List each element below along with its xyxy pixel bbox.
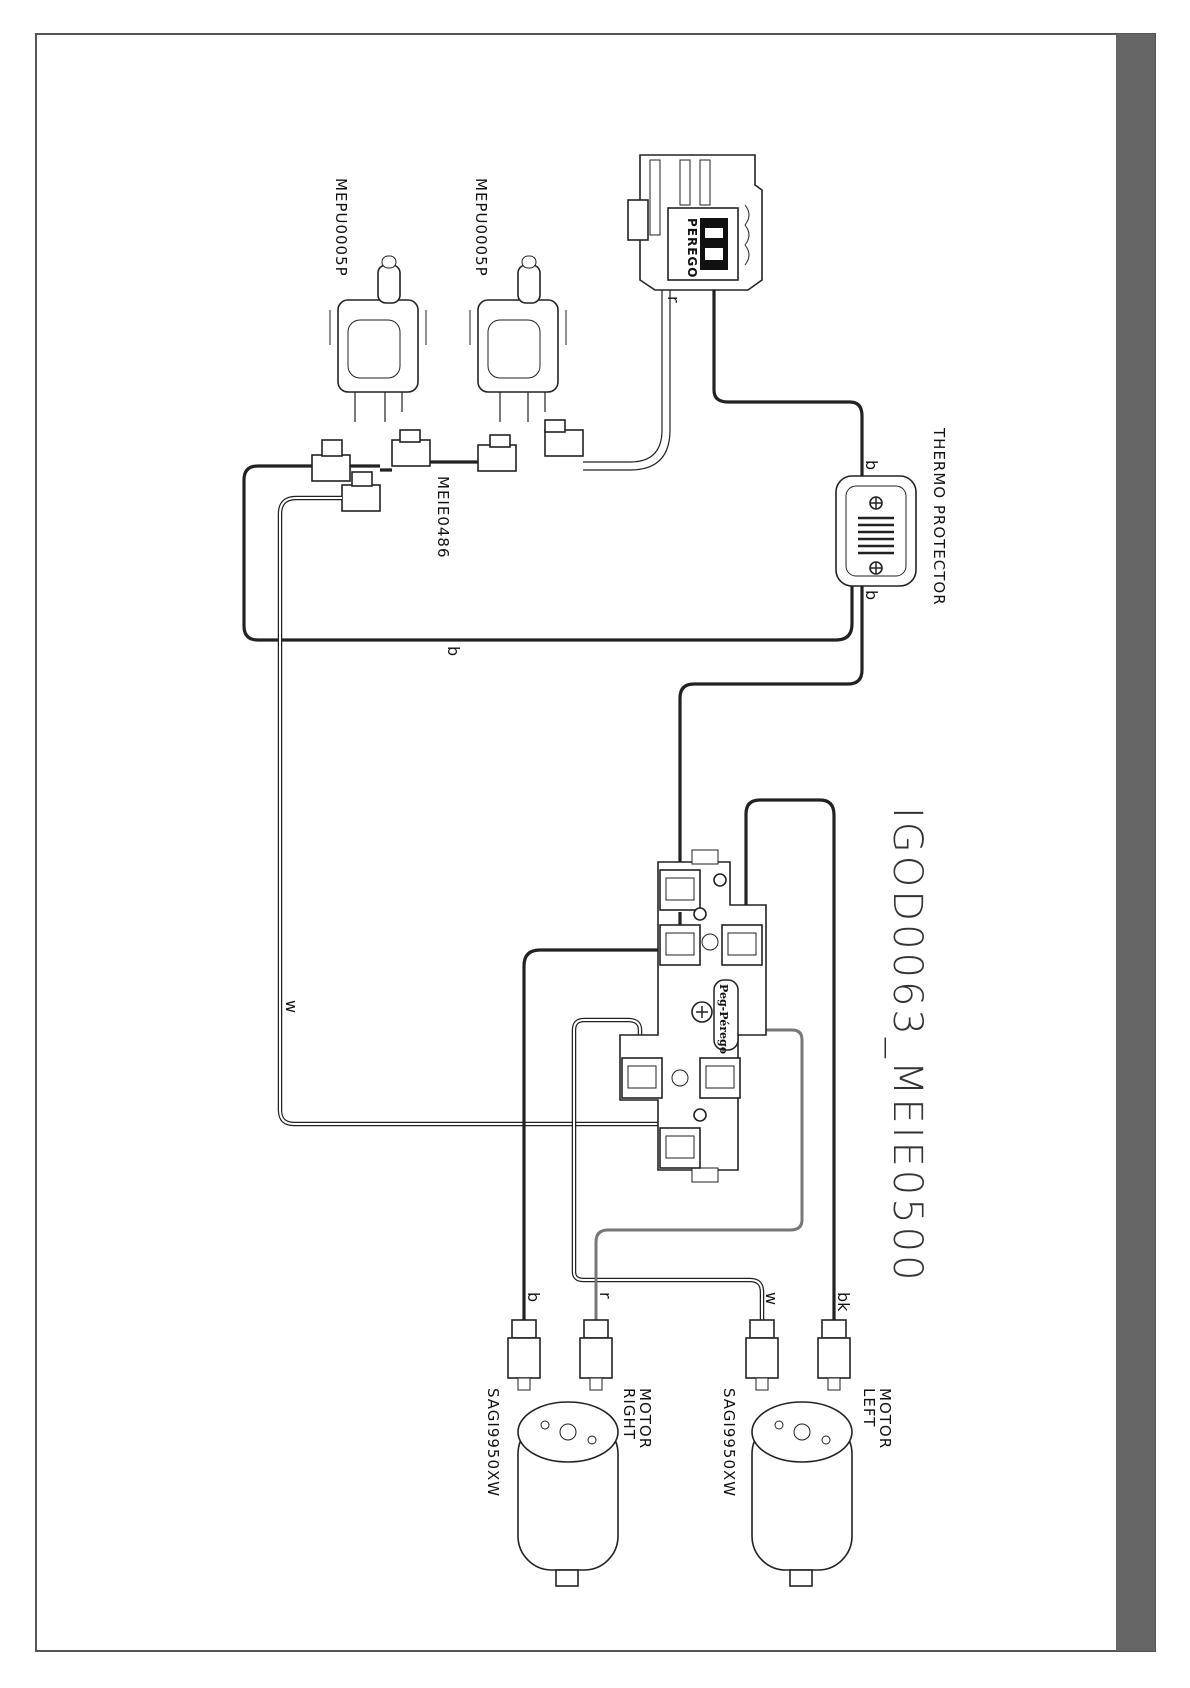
wire-b-loop (244, 466, 852, 640)
wire-label-motor-b: b (524, 1292, 543, 1302)
wire-b-thermo-top (714, 290, 862, 476)
motor-left: MOTOR LEFT SAGI9950XW (720, 1388, 894, 1586)
switch-bottom-label: MEPU0005P (332, 178, 350, 277)
switch-top: MEPU0005P (470, 178, 566, 422)
wire-label-r-connector: r (664, 296, 683, 303)
ground-icon (714, 874, 726, 886)
minus-icon (694, 908, 706, 920)
motor-connectors (508, 1320, 850, 1390)
motor-left-line2: LEFT (860, 1388, 878, 1427)
motor-left-part: SAGI9950XW (720, 1388, 738, 1497)
switch-top-label: MEPU0005P (472, 178, 490, 277)
switch-bottom: MEPU0005P (330, 178, 426, 422)
motor-right-part: SAGI9950XW (484, 1388, 502, 1497)
thermo-protector: THERMO PROTECTOR (836, 427, 948, 606)
wire-label-motor-w: w (762, 1292, 781, 1305)
perego-connector-label: PEREGO (685, 218, 699, 278)
wire-label-b-loop: b (444, 646, 463, 656)
wire-label-w-long: w (282, 1000, 301, 1013)
motor-right: MOTOR RIGHT SAGI9950XW (484, 1388, 654, 1586)
wire-label-b-thermo-top: b (862, 460, 881, 470)
wire-label-motor-r: r (596, 1292, 615, 1299)
thermo-protector-label: THERMO PROTECTOR (930, 427, 948, 606)
wire-r-connector (583, 290, 662, 462)
minus-icon (694, 1109, 706, 1121)
board-brand-label: Peg-Pérego (717, 984, 730, 1054)
diagram-title: IGOD0063_MEIE0500 (884, 807, 930, 1284)
perego-connector: PEREGO (628, 155, 762, 290)
harness-label: MEIE0486 (434, 476, 452, 559)
wire-label-b-thermo-bottom: b (862, 590, 881, 600)
control-board: Peg-Pérego (620, 850, 766, 1182)
motor-right-line2: RIGHT (620, 1388, 638, 1440)
wire-label-motor-bk: bk (834, 1292, 853, 1312)
right-sidebar-bar (1116, 34, 1155, 1651)
perego-logo-icon (700, 218, 728, 270)
